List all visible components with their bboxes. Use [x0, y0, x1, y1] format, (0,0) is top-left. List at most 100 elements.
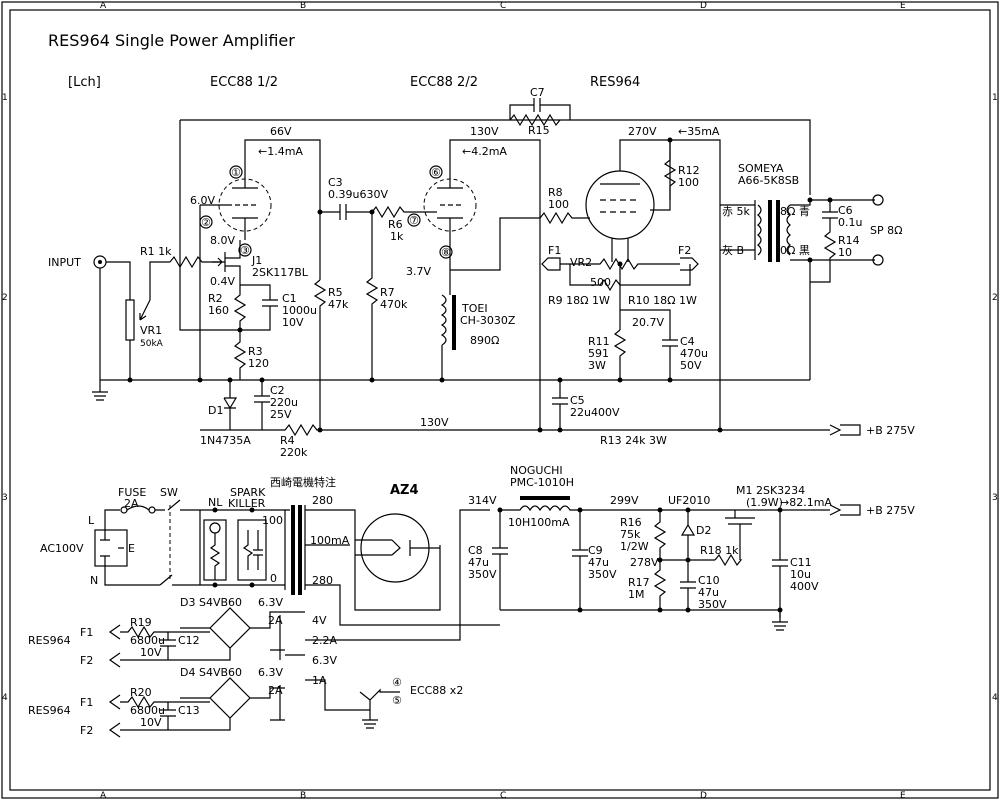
c10-label: C10: [698, 574, 720, 587]
vr1-value: 50kA: [140, 339, 164, 349]
choke-value: 10H100mA: [508, 516, 570, 529]
row-2-label-r: 2: [992, 293, 998, 303]
v278-label: 278V: [630, 556, 659, 569]
fuse-label: FUSE: [118, 486, 146, 499]
col-a-label-b: A: [100, 791, 107, 800]
r2-label: R2: [208, 292, 223, 305]
c12-label: C12: [178, 634, 200, 647]
v3-cathode-voltage: 20.7V: [632, 316, 664, 329]
opt-red-tap: 赤 5k: [722, 205, 750, 218]
r19-label: R19: [130, 616, 152, 629]
v1-pin3: ③: [240, 244, 250, 257]
r5-label: R5: [328, 286, 343, 299]
section-res964: RES964: [590, 75, 640, 90]
psu-labels: AC100V L N E FUSE 2A SW NL SPARK KILLER …: [28, 464, 915, 737]
v2-plate-voltage: 130V: [470, 125, 499, 138]
v2-cathode-voltage: 3.7V: [406, 265, 431, 278]
f1a-label: F1: [80, 626, 93, 639]
r11-value: 591: [588, 347, 609, 360]
v1-cathode-voltage: 8.0V: [210, 234, 235, 247]
r11-power: 3W: [588, 359, 606, 372]
c8-value: 47u: [468, 556, 489, 569]
opt-0ohm-tap: 0Ω 黒: [780, 244, 810, 257]
m1-current: →82.1mA: [780, 496, 832, 509]
c8-label: C8: [468, 544, 483, 557]
d3-label: D3 S4VB60: [180, 596, 242, 609]
j1-label: J1: [251, 254, 262, 267]
c3-value: 0.39u630V: [328, 188, 388, 201]
ac-label: AC100V: [40, 542, 84, 555]
c2-label: C2: [270, 384, 285, 397]
amp-labels: INPUT R1 1k VR1 50kA 66V ←1.4mA 6.0V 8.0…: [48, 86, 915, 459]
r14-value: 10: [838, 246, 852, 259]
r17-label: R17: [628, 576, 650, 589]
channel-label: [Lch]: [68, 75, 101, 90]
heater-pin5: ⑤: [392, 694, 402, 707]
earth-label: E: [128, 542, 135, 555]
c9-value: 47u: [588, 556, 609, 569]
f2b-label: F2: [80, 724, 93, 737]
d1-label: D1: [208, 404, 223, 417]
section-ecc88-1: ECC88 1/2: [210, 75, 278, 90]
c8-voltage: 350V: [468, 568, 497, 581]
f1-amp-label: F1: [548, 244, 561, 257]
psu-wiring: [94, 496, 861, 738]
r20-label: R20: [130, 686, 152, 699]
row-2-label: 2: [2, 293, 8, 303]
f1b-label: F1: [80, 696, 93, 709]
spark-label: SPARK: [230, 486, 266, 499]
c11-voltage: 400V: [790, 580, 819, 593]
c2-value: 220u: [270, 396, 298, 409]
r7-value: 470k: [380, 298, 408, 311]
uf2010-label: UF2010: [668, 494, 710, 507]
tap-6-3c: 6.3V: [258, 666, 283, 679]
v2-current: ←4.2mA: [462, 145, 507, 158]
m1-label: M1 2SK3234: [736, 484, 805, 497]
f2-amp-label: F2: [678, 244, 691, 257]
r3-label: R3: [248, 345, 263, 358]
r16-power: 1/2W: [620, 540, 649, 553]
v1-grid-voltage: 6.0V: [190, 194, 215, 207]
r10-label: R10 18Ω 1W: [628, 294, 697, 307]
v299-label: 299V: [610, 494, 639, 507]
r13-label: R13 24k 3W: [600, 434, 667, 447]
tap-280b: 280: [312, 574, 333, 587]
v1-pin2: ②: [201, 216, 211, 229]
row-4-label: 4: [2, 693, 8, 703]
neon-label: NL: [208, 496, 223, 509]
col-b-label: B: [300, 1, 306, 11]
j1-source-voltage: 0.4V: [210, 275, 235, 288]
r20-value: 6800u: [130, 704, 165, 717]
v3-plate-voltage: 270V: [628, 125, 657, 138]
row-3-label-r: 3: [992, 493, 998, 503]
c4-value: 470u: [680, 347, 708, 360]
c11-label: C11: [790, 556, 812, 569]
col-c-label: C: [500, 1, 506, 11]
tap-4v: 4V: [312, 614, 327, 627]
res964-heater-a: RES964: [28, 634, 71, 647]
tap-6-3b: 6.3V: [312, 654, 337, 667]
amp-wiring: [92, 98, 884, 437]
col-c-label-b: C: [500, 791, 506, 800]
d4-label: D4 S4VB60: [180, 666, 242, 679]
r2-value: 160: [208, 304, 229, 317]
r16-value: 75k: [620, 528, 641, 541]
tap-0: 0: [270, 572, 277, 585]
r14-label: R14: [838, 234, 860, 247]
vr2-label: VR2: [570, 256, 592, 269]
opt-8ohm-tap: 8Ω 青: [780, 205, 810, 218]
c9-voltage: 350V: [588, 568, 617, 581]
speaker-label: SP 8Ω: [870, 224, 903, 237]
m1-power: (1.9W): [746, 496, 783, 509]
c5-label: C5: [570, 394, 585, 407]
r11-label: R11: [588, 335, 610, 348]
col-b-label-b: B: [300, 791, 306, 800]
col-e-label: E: [900, 1, 906, 11]
r8-value: 100: [548, 198, 569, 211]
col-d-label-b: D: [700, 791, 707, 800]
r6-value: 1k: [390, 230, 404, 243]
row-4-label-r: 4: [992, 693, 998, 703]
